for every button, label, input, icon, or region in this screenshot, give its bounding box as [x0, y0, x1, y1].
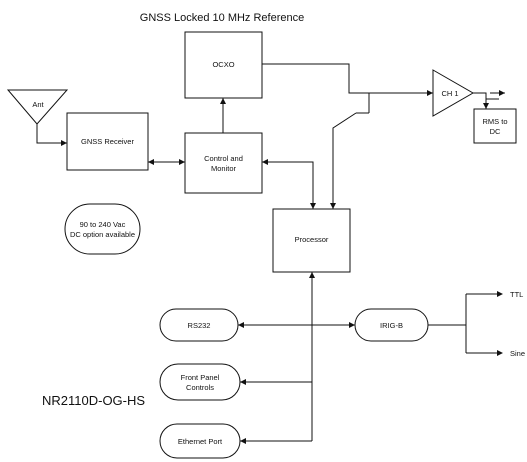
wire-irig-outputs [428, 293, 497, 354]
control-monitor-label-line2: Monitor [211, 164, 237, 173]
control-monitor-block: Control and Monitor [184, 132, 263, 194]
rs232-block: RS232 [159, 308, 239, 342]
power-supply-label-line1: 90 to 240 Vac [80, 220, 126, 229]
antenna-icon [6, 89, 69, 125]
ethernet-label: Ethernet Port [178, 437, 223, 446]
arrow-ttl-out [497, 291, 503, 297]
rs232-label: RS232 [188, 321, 211, 330]
arrow-into-ch1 [427, 90, 433, 96]
arrow-into-control-from-processor [262, 159, 268, 165]
antenna-block: Ant [6, 89, 69, 125]
arrowheads [61, 90, 505, 444]
rms-to-dc-label-line2: DC [490, 127, 501, 136]
arrow-into-processor-bottom [309, 272, 315, 278]
front-panel-label-line2: Controls [186, 383, 214, 392]
power-supply-label-line2: DC option available [70, 230, 135, 239]
ch1-amplifier-icon [432, 69, 475, 117]
wire-ocxo-ch1 [262, 63, 433, 94]
arrow-into-rms [483, 103, 489, 109]
irig-b-box [354, 308, 429, 342]
ch1-amplifier-block: CH 1 [432, 69, 475, 117]
irig-b-label: IRIG-B [380, 321, 403, 330]
wire-control-processor [262, 161, 314, 209]
rms-to-dc-box [473, 108, 517, 144]
arrow-into-gnss-from-control [148, 159, 154, 165]
power-supply-block: 90 to 240 Vac DC option available [64, 203, 141, 255]
ch1-label: CH 1 [441, 89, 458, 98]
arrow-into-ethernet [240, 438, 246, 444]
ethernet-block: Ethernet Port [159, 423, 241, 459]
arrow-into-processor-left [310, 203, 316, 209]
rms-to-dc-block: RMS to DC [473, 108, 517, 144]
power-supply-box [64, 203, 141, 255]
arrow-into-irig [349, 322, 355, 328]
ocxo-block: OCXO [184, 31, 263, 99]
arrow-into-ocxo [220, 98, 226, 104]
front-panel-label-line1: Front Panel [181, 373, 220, 382]
processor-box [272, 208, 351, 273]
arrow-into-gnss [61, 140, 67, 146]
arrow-into-rs232 [238, 322, 244, 328]
gnss-receiver-block: GNSS Receiver [66, 112, 149, 171]
front-panel-block: Front Panel Controls [159, 363, 241, 401]
ocxo-box [184, 31, 263, 99]
processor-block: Processor [272, 208, 351, 273]
irig-b-block: IRIG-B [354, 308, 429, 342]
wire-branch-processor [332, 93, 370, 209]
ethernet-box [159, 423, 241, 459]
rs232-box [159, 308, 239, 342]
control-monitor-box [184, 132, 263, 194]
arrow-into-front-panel [240, 379, 246, 385]
wire-ant-to-gnss [36, 124, 67, 144]
model-number: NR2110D-OG-HS [42, 393, 145, 408]
antenna-label: Ant [32, 100, 44, 109]
rms-to-dc-label-line1: RMS to [482, 117, 507, 126]
arrow-into-control-from-gnss [179, 159, 185, 165]
ttl-output-label: TTL [510, 290, 523, 299]
arrow-ch1-out [499, 90, 505, 96]
front-panel-box [159, 363, 241, 401]
arrow-sine-out [497, 350, 503, 356]
sine-output-label: Sine [510, 349, 525, 358]
control-monitor-label-line1: Control and [204, 154, 243, 163]
diagram-title: GNSS Locked 10 MHz Reference [140, 12, 304, 24]
connection-lines [36, 63, 505, 442]
arrow-into-processor-right [330, 203, 336, 209]
gnss-receiver-label: GNSS Receiver [81, 137, 134, 146]
gnss-receiver-box [66, 112, 149, 171]
processor-label: Processor [295, 235, 329, 244]
ocxo-label: OCXO [212, 60, 234, 69]
